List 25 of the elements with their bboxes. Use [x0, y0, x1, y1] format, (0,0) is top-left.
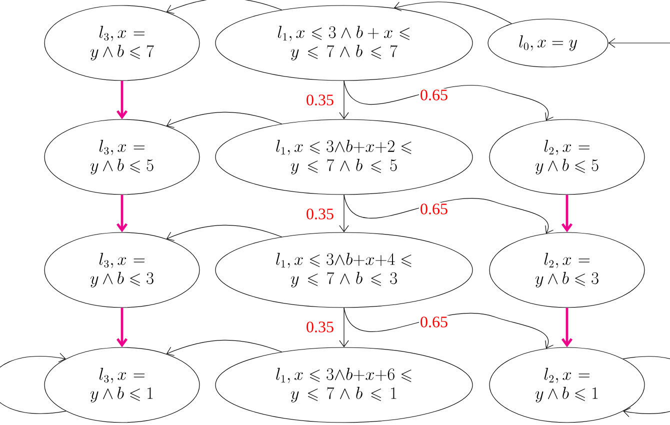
- arrow: [166, 0, 282, 14]
- edge-label: 0.65: [419, 88, 449, 102]
- arrow: [561, 308, 573, 348]
- arrow: [116, 80, 128, 120]
- arrow: [339, 80, 349, 120]
- arrow: [344, 80, 554, 121]
- arrow: [561, 194, 573, 232]
- edge-label: 0.65: [419, 316, 449, 328]
- arrow: [166, 340, 282, 356]
- arrow: [116, 308, 128, 348]
- edge-label: 0.35: [305, 208, 335, 220]
- arrow: [622, 356, 670, 418]
- arrow: [344, 308, 554, 349]
- arrow: [166, 112, 282, 128]
- arrow: [116, 194, 128, 232]
- edge-label: 0.35: [305, 320, 335, 334]
- arrow: [339, 194, 349, 232]
- arrow: [166, 224, 282, 241]
- arrow: [394, 2, 512, 24]
- edge-label: 0.35: [305, 94, 335, 106]
- arrow: [0, 352, 66, 414]
- arrow: [344, 194, 554, 234]
- edge-label: 0.65: [419, 202, 449, 216]
- arrow: [608, 38, 670, 48]
- arrow: [339, 308, 349, 348]
